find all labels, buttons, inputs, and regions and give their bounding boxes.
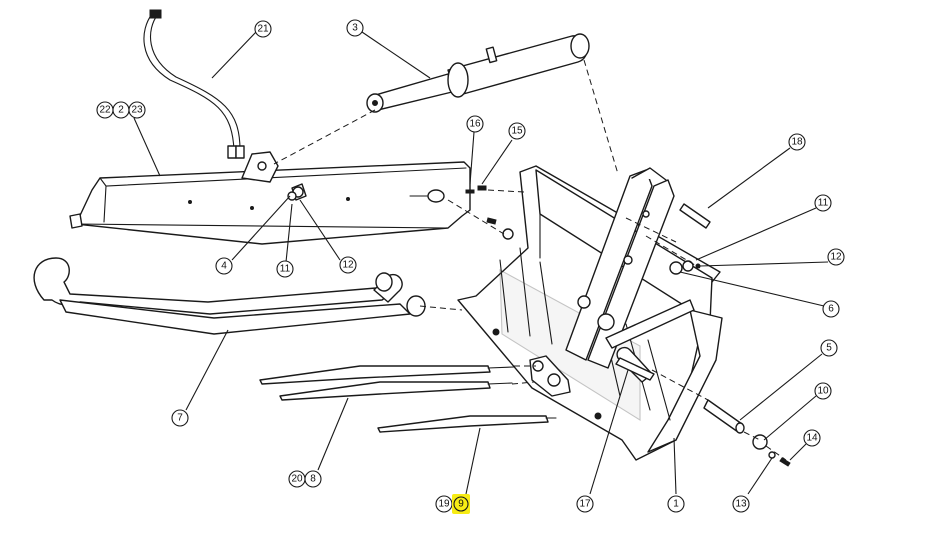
callout-18: 18: [788, 133, 806, 151]
svg-text:6: 6: [828, 304, 834, 315]
hydraulic-hoses: [143, 9, 245, 159]
svg-text:20: 20: [291, 474, 303, 485]
callout-5: 5: [820, 339, 838, 357]
svg-text:8: 8: [310, 474, 316, 485]
callout-11-left: 11: [276, 260, 294, 278]
svg-text:12: 12: [342, 260, 354, 271]
callout-12-left: 12: [339, 256, 357, 274]
callout-10: 10: [814, 382, 832, 400]
hydraulic-cylinder: [366, 33, 590, 113]
svg-text:5: 5: [826, 343, 832, 354]
callout-9-highlighted: 9: [452, 494, 470, 514]
hardware: [287, 185, 791, 467]
callout-6: 6: [822, 300, 840, 318]
callout-15: 15: [508, 122, 526, 140]
lower-arm: [33, 257, 426, 335]
callout-12-right: 12: [827, 248, 845, 266]
callout-1: 1: [667, 495, 685, 513]
svg-text:19: 19: [438, 499, 450, 510]
svg-text:18: 18: [791, 137, 803, 148]
svg-text:11: 11: [818, 198, 829, 209]
upper-beam: [69, 151, 471, 245]
callout-21: 21: [254, 20, 272, 38]
callouts: 21 3 22 2 23 16 15 18 11 12 6 4 11 12 5 …: [96, 19, 845, 514]
tines: [259, 365, 557, 433]
callout-13: 13: [732, 495, 750, 513]
svg-text:16: 16: [469, 119, 481, 130]
svg-text:17: 17: [579, 499, 591, 510]
svg-text:3: 3: [352, 23, 358, 34]
svg-text:13: 13: [735, 499, 747, 510]
svg-text:23: 23: [131, 105, 143, 116]
svg-text:11: 11: [280, 264, 291, 275]
svg-text:15: 15: [511, 126, 523, 137]
callout-7: 7: [171, 409, 189, 427]
svg-text:1: 1: [673, 499, 679, 510]
callout-4: 4: [215, 257, 233, 275]
callout-11-right: 11: [814, 194, 832, 212]
svg-text:4: 4: [221, 261, 227, 272]
callout-8: 8: [304, 470, 322, 488]
callout-14: 14: [803, 429, 821, 447]
callout-20: 20: [288, 470, 306, 488]
leader-lines: [133, 31, 829, 495]
svg-text:14: 14: [806, 433, 818, 444]
svg-text:9: 9: [458, 499, 464, 510]
svg-text:21: 21: [257, 24, 269, 35]
svg-text:10: 10: [817, 386, 829, 397]
callout-17: 17: [576, 495, 594, 513]
fork-frame: [457, 165, 723, 461]
svg-text:7: 7: [177, 413, 183, 424]
callout-22: 22: [96, 101, 114, 119]
svg-text:12: 12: [830, 252, 842, 263]
callout-3: 3: [346, 19, 364, 37]
callout-23: 23: [128, 101, 146, 119]
callout-19: 19: [435, 495, 453, 513]
svg-text:2: 2: [118, 105, 124, 116]
callout-2: 2: [112, 101, 130, 119]
callout-16: 16: [466, 115, 484, 133]
assembly-lines: [273, 59, 787, 461]
svg-text:22: 22: [99, 105, 111, 116]
